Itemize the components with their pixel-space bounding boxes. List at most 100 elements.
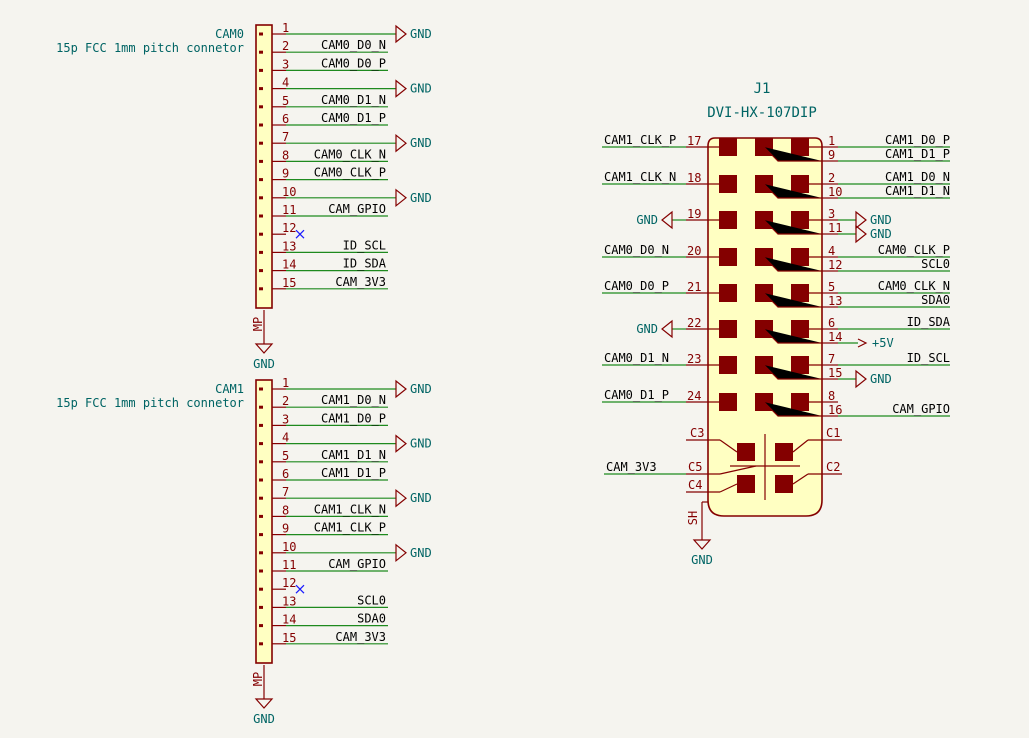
pin-number: 8 [282, 148, 289, 162]
dvi-pin-c4: C4 [686, 478, 738, 493]
dvi-contact [719, 175, 737, 193]
pin-number: C1 [826, 426, 840, 440]
net-label: CAM0_D0_N [604, 243, 669, 257]
net-label: CAM0_D0_P [321, 56, 386, 70]
pin-number: 5 [282, 94, 289, 108]
pin-number: 13 [828, 294, 842, 308]
analog-contact [737, 443, 755, 461]
gnd-power-symbol: GND [395, 379, 432, 399]
pin-number: 2 [282, 39, 289, 53]
pin-pad [259, 442, 263, 446]
pin-5: 5 CAM0_D1_N [259, 93, 388, 109]
dvi-pin-c2: C2 [792, 460, 842, 485]
gnd-label: GND [870, 227, 892, 241]
pin-number: 11 [282, 203, 296, 217]
pin-line [719, 465, 757, 475]
pin-number: 3 [828, 207, 835, 221]
pin-pad [259, 159, 263, 163]
pin-pad [259, 405, 263, 409]
pin-line [719, 483, 738, 493]
pin-pad [259, 387, 263, 391]
pin-pad [259, 569, 263, 573]
pin-number: 11 [828, 221, 842, 235]
pin-number: 24 [687, 389, 701, 403]
net-label: ID_SCL [343, 238, 386, 252]
power-label: +5V [872, 336, 894, 350]
gnd-power-symbol: GND [636, 210, 673, 230]
net-label: CAM1_CLK_N [604, 170, 676, 184]
net-label: CAM1_D1_N [321, 448, 386, 462]
pin-number: 8 [282, 503, 289, 517]
pin-number: 5 [828, 280, 835, 294]
net-label: CAM_GPIO [328, 557, 386, 571]
net-label: SCL0 [357, 593, 386, 607]
net-label: CAM0_CLK_N [878, 279, 950, 293]
pin-line [763, 219, 822, 235]
pin-number: 10 [828, 185, 842, 199]
pin-line [763, 146, 822, 162]
pin-number: 13 [282, 594, 296, 608]
gnd-label: GND [410, 491, 432, 505]
pin-number: 9 [282, 522, 289, 536]
analog-contact [737, 475, 755, 493]
pin-number: 1 [282, 376, 289, 390]
gnd-power-symbol: GND [395, 79, 432, 98]
dvi-reference: J1 [754, 81, 771, 97]
pin-number: 12 [282, 221, 296, 235]
no-connect-mark [295, 584, 305, 594]
connector-value: 15p FCC 1mm pitch connetor [56, 41, 244, 55]
gnd-power-symbol: GND [691, 539, 713, 567]
gnd-label: GND [253, 712, 275, 726]
pin-number: 14 [282, 258, 296, 272]
analog-contact [775, 475, 793, 493]
dvi-pin-5: 5 CAM0_CLK_N [800, 279, 950, 294]
pin-pad [259, 605, 263, 609]
pin-7: 7 GND [259, 485, 432, 508]
pin-pad [259, 123, 263, 127]
pin-number: 9 [828, 148, 835, 162]
shield-label: SH [686, 511, 700, 525]
net-label: CAM0_D1_N [321, 93, 386, 107]
gnd-label: GND [410, 82, 432, 96]
gnd-label: GND [636, 213, 658, 227]
pin-number: 8 [828, 389, 835, 403]
gnd-label: GND [410, 437, 432, 451]
net-label: CAM1_D1_P [885, 147, 950, 161]
pin-pad [259, 269, 263, 273]
dvi-pin-14: 14+5V [763, 328, 894, 350]
pin-line [719, 439, 738, 453]
dvi-value: DVI-HX-107DIP [707, 105, 817, 121]
dvi-contact [719, 320, 737, 338]
pin-number: 11 [282, 558, 296, 572]
net-label: CAM1_D1_N [885, 184, 950, 198]
pin-number: 17 [687, 134, 701, 148]
pin-pad [259, 232, 263, 236]
dvi-contact [719, 248, 737, 266]
net-label: CAM_3V3 [335, 275, 386, 289]
dvi-pin-9: 9 CAM1_D1_P [763, 146, 950, 162]
dvi-pin-11: 11 GND [763, 219, 892, 244]
gnd-power-symbol: GND [395, 543, 432, 563]
gnd-label: GND [410, 546, 432, 560]
pin-pad [259, 214, 263, 218]
pin-number: 7 [282, 485, 289, 499]
